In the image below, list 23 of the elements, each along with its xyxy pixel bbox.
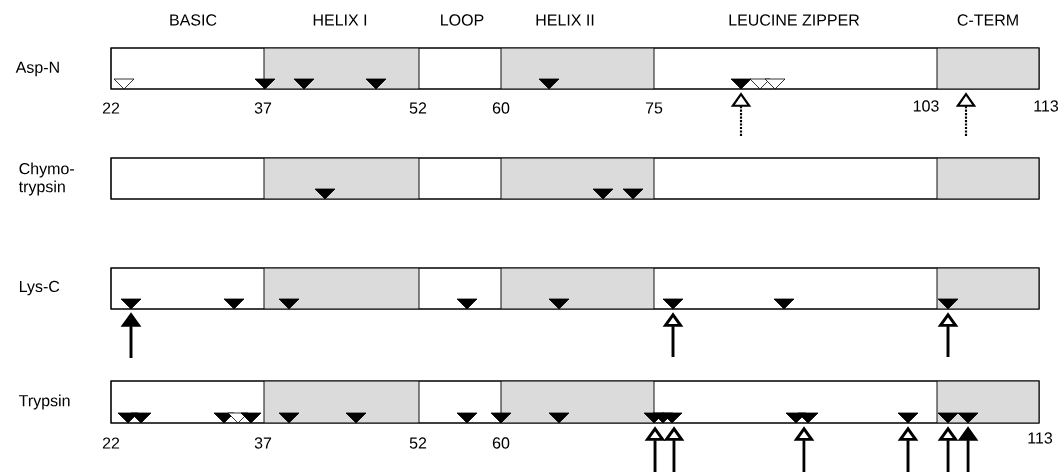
residue-number: 22 (102, 437, 120, 449)
residue-number: 22 (102, 102, 120, 114)
domain-label: HELIX I (313, 14, 367, 26)
residue-number: 52 (409, 102, 427, 114)
node-label: Trypsin (19, 394, 70, 410)
residue-number: 113 (1034, 100, 1059, 112)
residue-number: 103 (913, 100, 939, 112)
domain-label: C-TERM (957, 14, 1018, 26)
residue-number: 60 (492, 102, 510, 114)
sequence-bar: Lys-C (20, 267, 1040, 310)
node-label: Lys-C (19, 280, 60, 296)
domain-label: HELIX II (536, 14, 594, 26)
domain-label: LOOP (441, 14, 484, 26)
sequence-bar: Trypsin (19, 380, 1040, 424)
node-label: Asp-N (15, 61, 59, 77)
sequence-bar: Chymo- trypsin (18, 157, 1040, 200)
domain-label: BASIC (170, 14, 217, 26)
domain-label: LEUCINE ZIPPER (729, 14, 860, 26)
residue-number: 113 (1028, 432, 1053, 444)
residue-number: 75 (645, 102, 663, 114)
sequence-bar: Asp-N (15, 47, 1040, 90)
node-label: Chymo- trypsin (18, 162, 74, 196)
residue-number: 37 (254, 102, 272, 114)
